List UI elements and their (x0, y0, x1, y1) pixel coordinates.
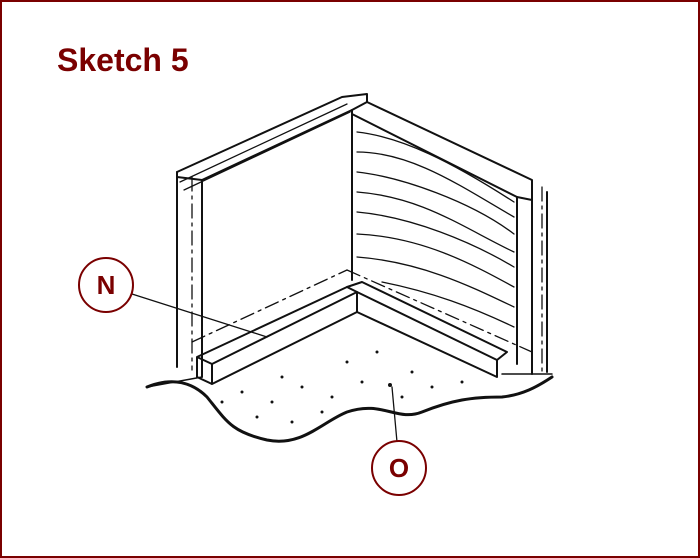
pointer-o (391, 386, 398, 443)
batten-left (196, 286, 358, 385)
left-wall (176, 93, 368, 181)
right-wall (351, 101, 533, 281)
floor-stipple (220, 350, 464, 424)
pointer-n (131, 293, 268, 338)
label-n: N (78, 257, 134, 313)
sketch-title: Sketch 5 (57, 42, 189, 78)
label-n-text: N (97, 270, 116, 300)
label-o: O (371, 440, 427, 496)
floor-back-edge (146, 373, 553, 388)
label-o-text: O (389, 453, 409, 483)
floor-outline (145, 375, 554, 443)
batten-right (346, 281, 508, 378)
